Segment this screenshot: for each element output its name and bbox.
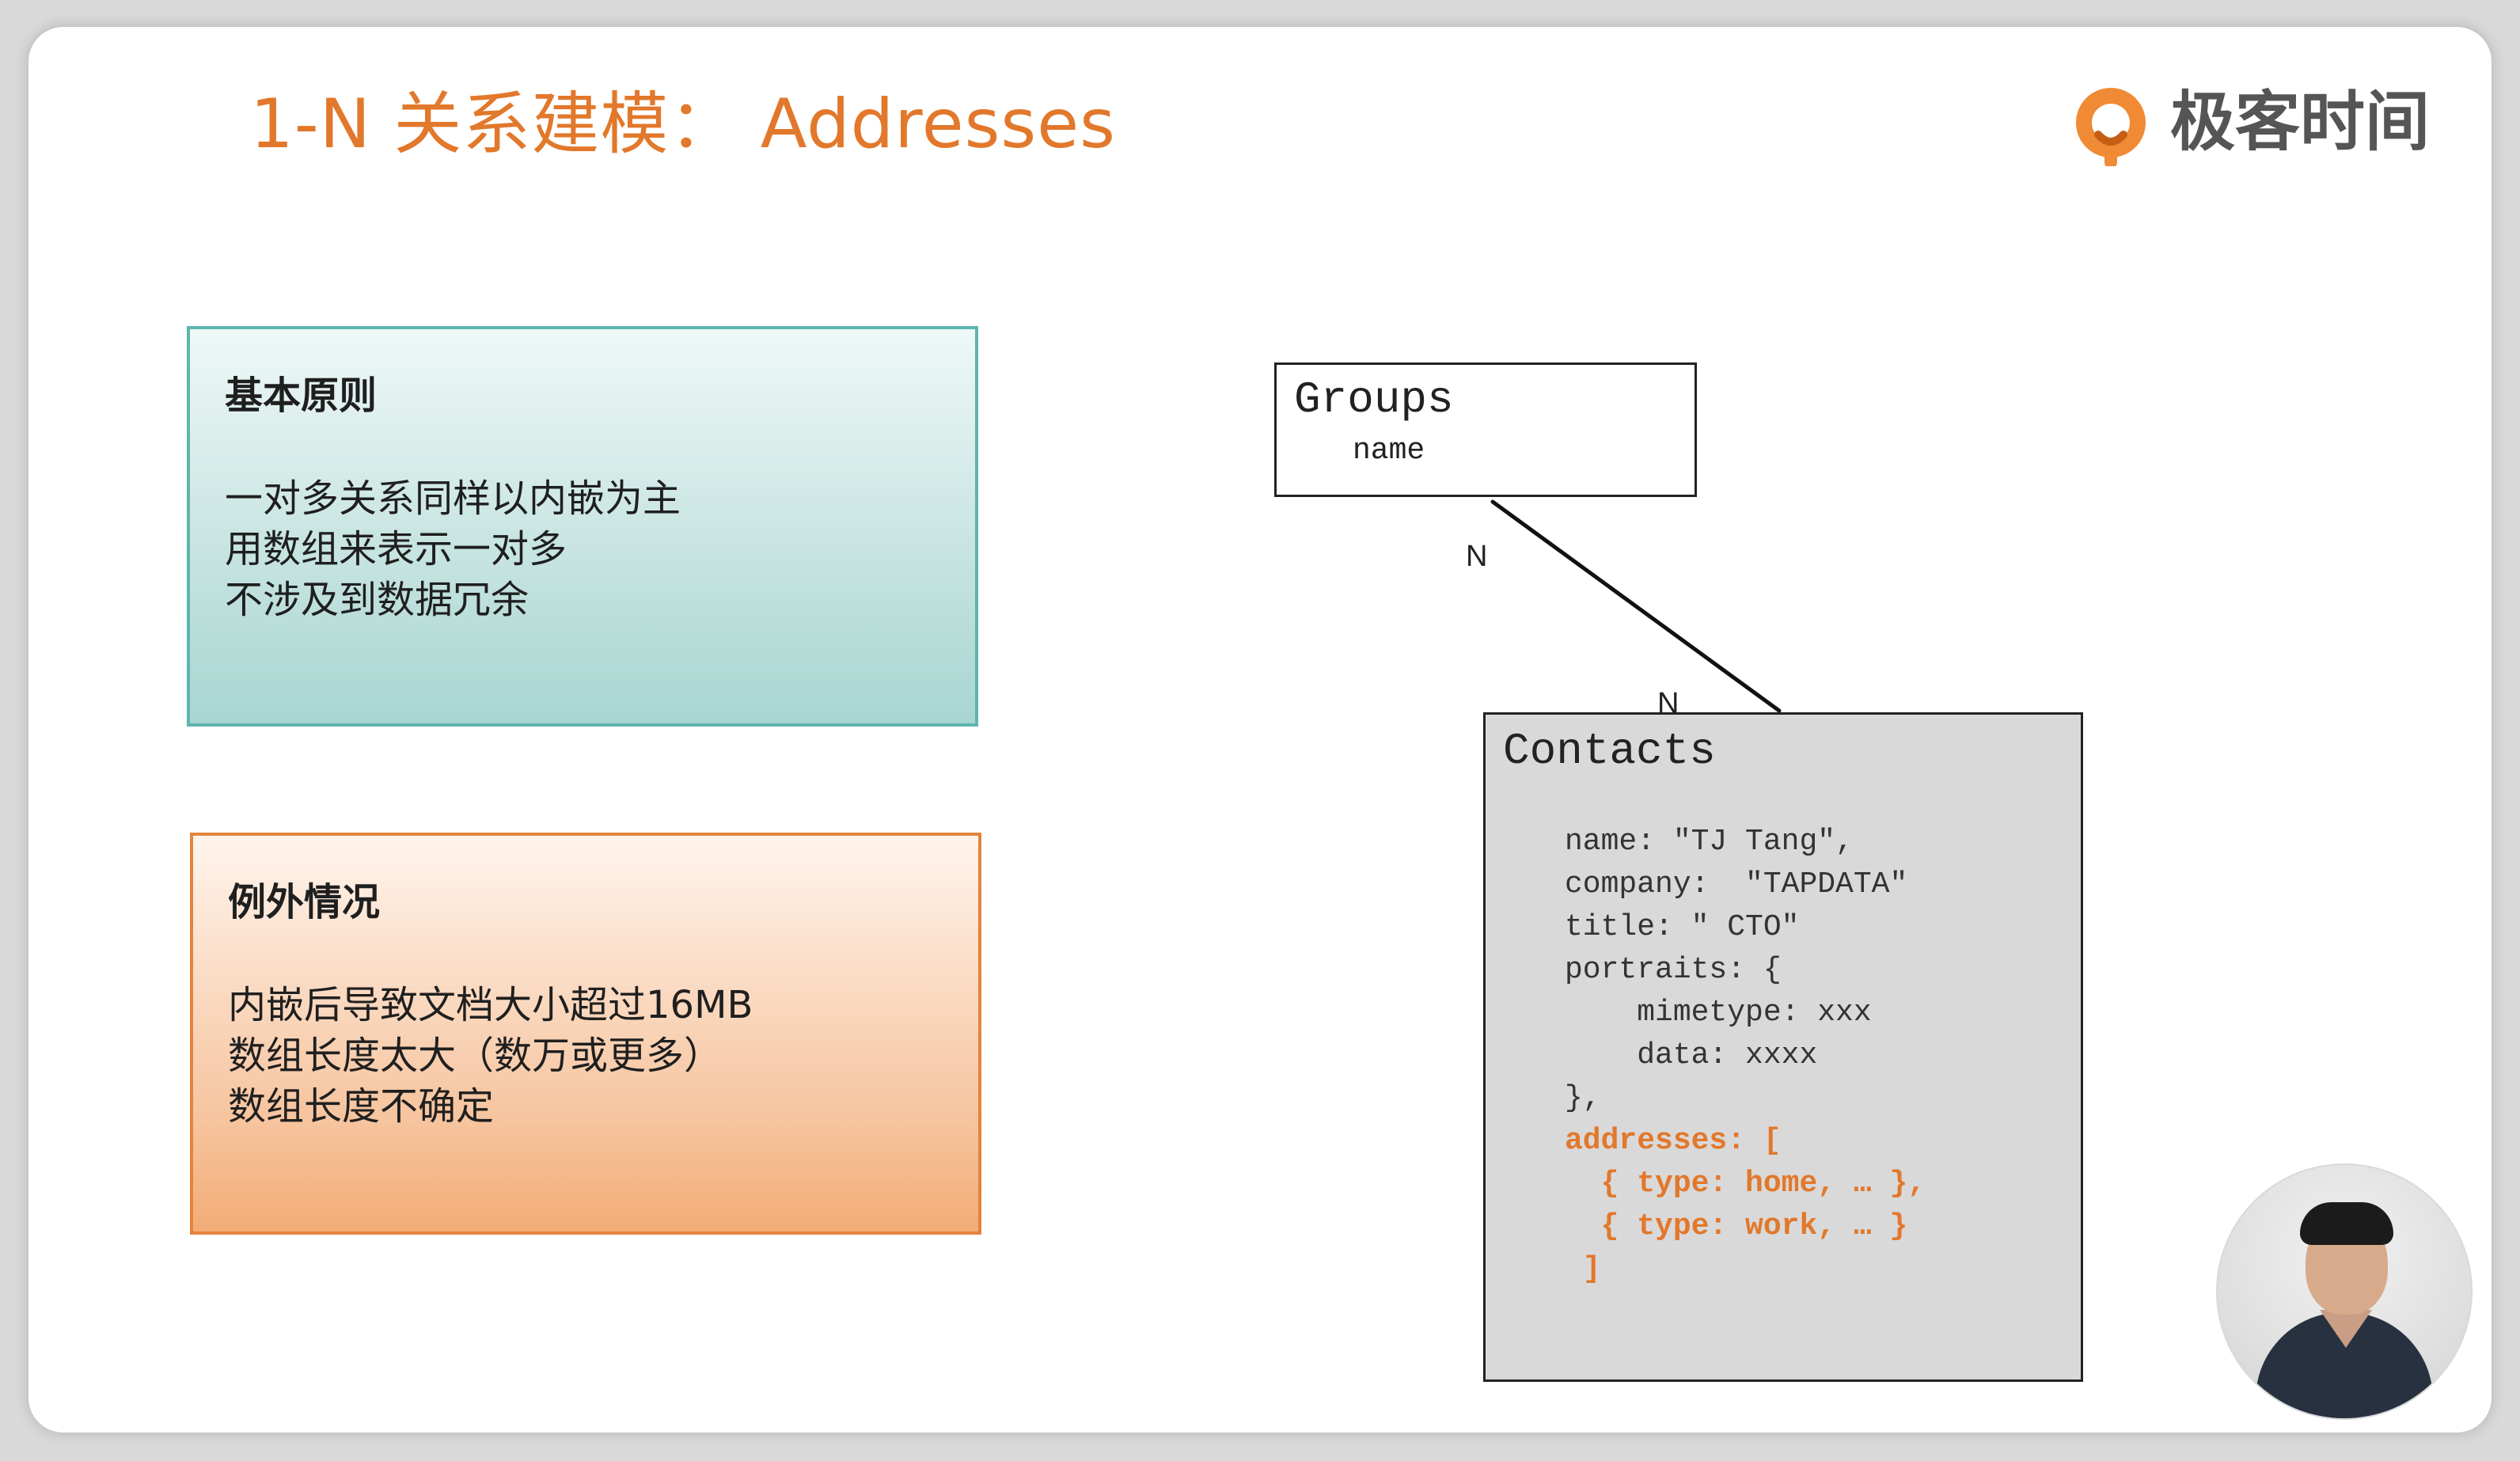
principle-title: 基本原则 — [225, 374, 378, 418]
principle-box: 基本原则 一对多关系同样以内嵌为主 用数组来表示一对多 不涉及到数据冗余 — [187, 326, 978, 727]
contacts-entity: Contacts name: "TJ Tang", company: "TAPD… — [1483, 712, 2083, 1382]
exception-line: 内嵌后导致文档大小超过16MB — [228, 983, 753, 1027]
principle-line: 用数组来表示一对多 — [225, 527, 567, 571]
presenter-hair — [2300, 1202, 2393, 1245]
principle-line: 不涉及到数据冗余 — [225, 578, 529, 622]
code-line-highlight: { type: home, … }, — [1565, 1167, 1926, 1201]
code-line-highlight: { type: work, … } — [1565, 1209, 1908, 1243]
code-line: data: xxxx — [1565, 1038, 1818, 1072]
brand-header: 极客时间 — [2067, 79, 2430, 166]
exception-line: 数组长度太大（数万或更多） — [228, 1034, 723, 1078]
exception-lines: 内嵌后导致文档大小超过16MB 数组长度太大（数万或更多） 数组长度不确定 — [228, 980, 753, 1132]
code-line: company: "TAPDATA" — [1565, 867, 1908, 901]
code-line: }, — [1565, 1081, 1601, 1115]
groups-entity: Groups name — [1274, 362, 1697, 497]
code-line: mimetype: xxx — [1565, 996, 1872, 1030]
code-line-highlight: addresses: [ — [1565, 1124, 1782, 1158]
principle-line: 一对多关系同样以内嵌为主 — [225, 476, 681, 521]
groups-field: name — [1353, 434, 1425, 468]
brand-name: 极客时间 — [2169, 85, 2430, 160]
slide-title: 1-N 关系建模： Addresses — [250, 85, 1116, 164]
presenter-avatar — [2216, 1163, 2473, 1420]
code-line-highlight: ] — [1565, 1252, 1601, 1286]
code-line: name: "TJ Tang", — [1565, 825, 1854, 859]
contacts-title: Contacts — [1503, 726, 1716, 776]
exception-line: 数组长度不确定 — [228, 1084, 495, 1129]
geektime-logo-icon — [2075, 88, 2146, 166]
code-line: portraits: { — [1565, 953, 1782, 987]
code-line: title: " CTO" — [1565, 910, 1800, 944]
exception-box: 例外情况 内嵌后导致文档大小超过16MB 数组长度太大（数万或更多） 数组长度不… — [190, 833, 981, 1235]
groups-title: Groups — [1294, 374, 1454, 425]
slide-canvas: 1-N 关系建模： Addresses 极客时间 基本原则 一对多关系同样以内嵌… — [28, 27, 2492, 1433]
contacts-code-block: name: "TJ Tang", company: "TAPDATA" titl… — [1565, 821, 1926, 1291]
relation-label-left: N — [1466, 540, 1488, 573]
exception-title: 例外情况 — [228, 880, 381, 924]
principle-lines: 一对多关系同样以内嵌为主 用数组来表示一对多 不涉及到数据冗余 — [225, 473, 681, 625]
